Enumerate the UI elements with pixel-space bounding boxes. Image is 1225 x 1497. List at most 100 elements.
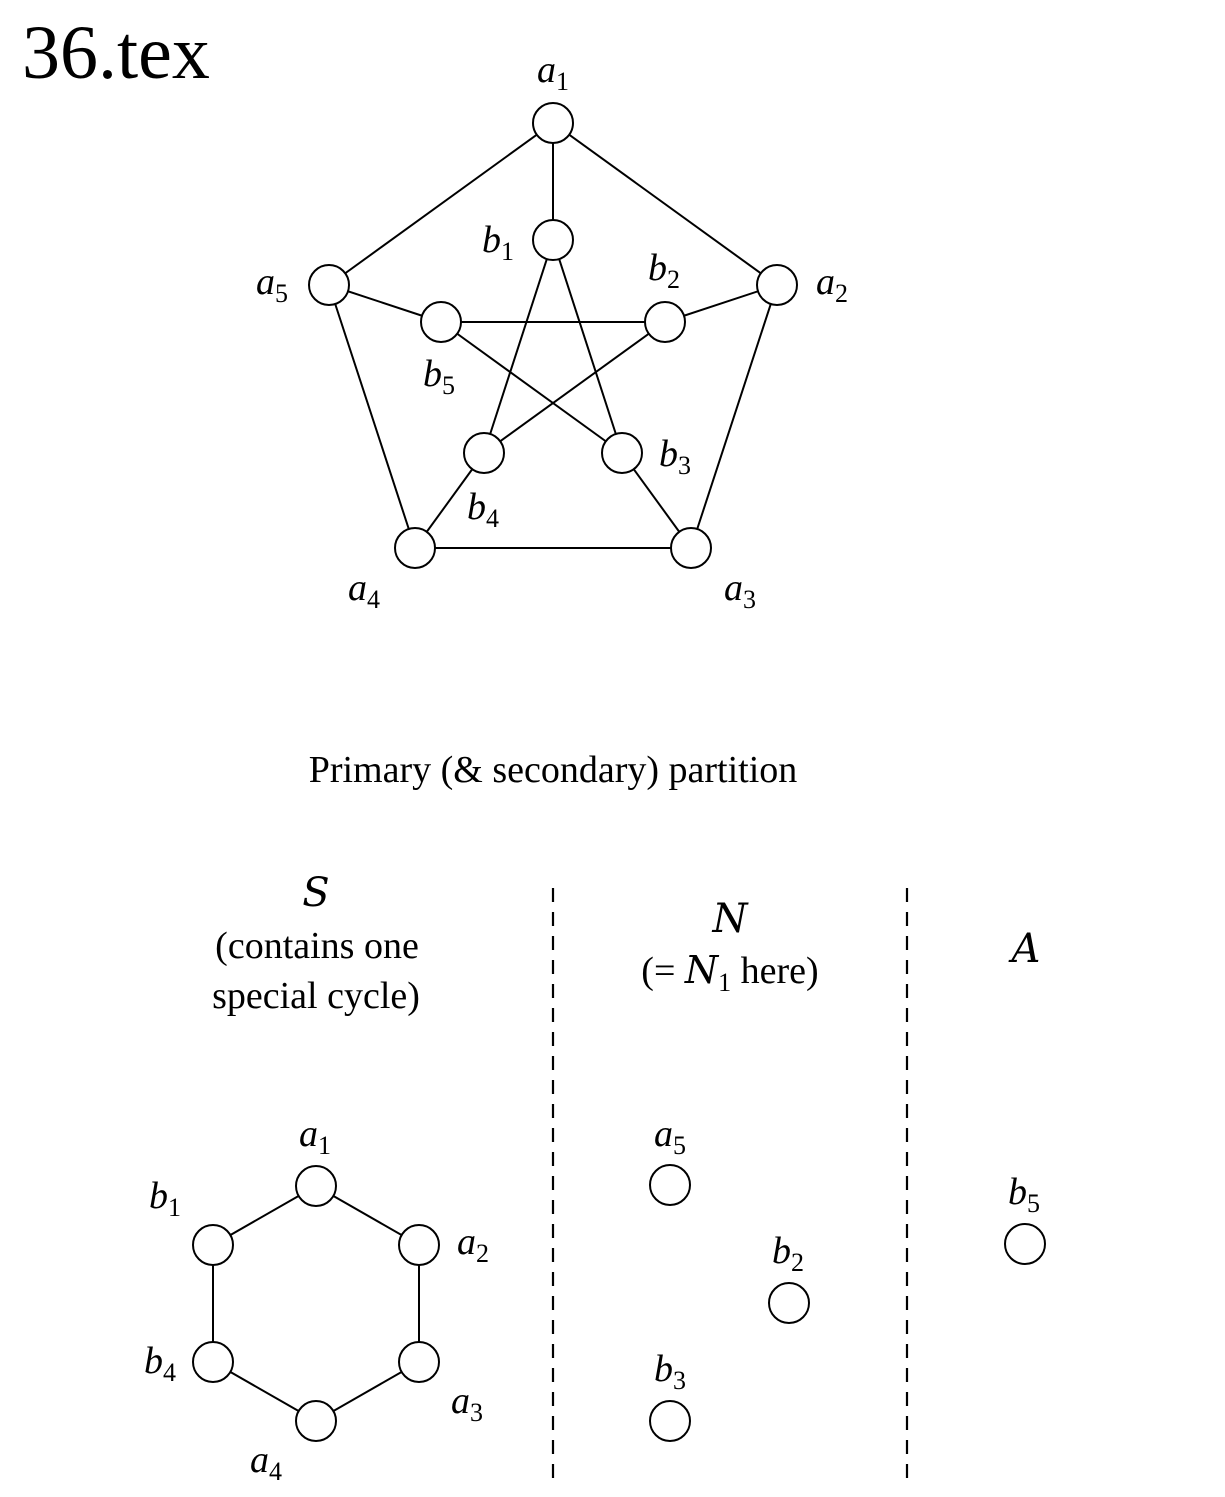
- set-n-vertex-b2: [768, 1282, 810, 1324]
- set-n-label-b2: b2: [772, 1230, 804, 1277]
- petersen-label-a5: a5: [256, 261, 288, 308]
- cycle-vertex-a1: [295, 1165, 337, 1207]
- set-n-symbol: N: [712, 896, 750, 942]
- cycle-label-a3-base: a: [451, 1380, 470, 1422]
- petersen-label-a2-subscript: 2: [835, 279, 848, 308]
- petersen-label-b4-base: b: [467, 486, 486, 528]
- petersen-edge-b3-b5: [440, 321, 623, 454]
- partition-caption: Primary (& secondary) partition: [309, 749, 798, 791]
- petersen-edge-a2-a3: [690, 284, 778, 549]
- set-n-label-b2-subscript: 2: [791, 1248, 804, 1277]
- cycle-label-a1-subscript: 1: [318, 1131, 331, 1160]
- petersen-label-a4-subscript: 4: [367, 585, 380, 614]
- special-cycle-nodes: [192, 1165, 440, 1442]
- petersen-label-b3-subscript: 3: [678, 451, 691, 480]
- petersen-vertex-b3: [601, 432, 643, 474]
- cycle-label-a2: a2: [457, 1221, 489, 1268]
- cycle-label-a4-base: a: [250, 1439, 269, 1481]
- petersen-label-b5: b5: [423, 353, 455, 400]
- petersen-label-b1-subscript: 1: [501, 237, 514, 266]
- set-n-label-a5-subscript: 5: [673, 1131, 686, 1160]
- set-n-note-close: here): [731, 950, 819, 992]
- cycle-vertex-a3: [398, 1341, 440, 1383]
- cycle-label-a1-base: a: [299, 1113, 318, 1155]
- cycle-label-a3-subscript: 3: [470, 1398, 483, 1427]
- petersen-label-b2-base: b: [648, 247, 667, 289]
- set-n-note-subscript: 1: [718, 968, 731, 997]
- petersen-edge-a5-a1: [328, 122, 554, 286]
- petersen-edge-b1-b3: [552, 239, 623, 454]
- cycle-label-a1: a1: [299, 1113, 331, 1160]
- cycle-label-b4-subscript: 4: [163, 1358, 176, 1387]
- petersen-label-b3-base: b: [659, 433, 678, 475]
- set-n-label-a5: a5: [654, 1113, 686, 1160]
- petersen-label-b2-subscript: 2: [667, 265, 680, 294]
- set-a-label-b5: b5: [1008, 1171, 1040, 1218]
- petersen-vertex-b4: [463, 432, 505, 474]
- petersen-vertex-a5: [308, 264, 350, 306]
- petersen-edges: [328, 122, 778, 549]
- cycle-label-b1-subscript: 1: [168, 1193, 181, 1222]
- petersen-label-a3-base: a: [724, 567, 743, 609]
- petersen-label-a1-base: a: [537, 49, 556, 91]
- petersen-edge-a4-a5: [328, 284, 416, 549]
- cycle-vertex-a4: [295, 1400, 337, 1442]
- petersen-label-b5-subscript: 5: [442, 371, 455, 400]
- petersen-vertex-b1: [532, 219, 574, 261]
- petersen-label-a3-subscript: 3: [743, 585, 756, 614]
- petersen-label-a1: a1: [537, 49, 569, 96]
- petersen-edge-b4-b1: [483, 239, 554, 454]
- cycle-label-a3: a3: [451, 1380, 483, 1427]
- petersen-label-b2: b2: [648, 247, 680, 294]
- set-s-note-line1: (contains one: [215, 925, 419, 967]
- set-s-note-line2: special cycle): [212, 975, 420, 1017]
- cycle-label-b4-base: b: [144, 1340, 163, 1382]
- cycle-label-a2-subscript: 2: [476, 1239, 489, 1268]
- petersen-vertex-b5: [420, 301, 462, 343]
- petersen-label-a1-subscript: 1: [556, 67, 569, 96]
- cycle-vertex-b4: [192, 1341, 234, 1383]
- set-n-note: (= N1 here): [641, 948, 818, 997]
- cycle-label-b1: b1: [149, 1175, 181, 1222]
- cycle-label-a4-subscript: 4: [269, 1457, 282, 1486]
- set-a-symbol: A: [1008, 926, 1041, 972]
- cycle-label-a4: a4: [250, 1439, 282, 1486]
- petersen-nodes: [308, 102, 798, 569]
- petersen-label-a5-base: a: [256, 261, 275, 303]
- set-n-vertex-b3: [649, 1400, 691, 1442]
- petersen-vertex-a3: [670, 527, 712, 569]
- set-n-label-b3-subscript: 3: [673, 1366, 686, 1395]
- cycle-label-b1-base: b: [149, 1175, 168, 1217]
- set-s-symbol: S: [302, 870, 329, 916]
- file-title: 36.tex: [22, 11, 210, 95]
- petersen-label-a4: a4: [348, 567, 380, 614]
- petersen-label-a2: a2: [816, 261, 848, 308]
- set-n-label-b3-base: b: [654, 1348, 673, 1390]
- petersen-label-b3: b3: [659, 433, 691, 480]
- column-s-header: S (contains one special cycle): [212, 870, 420, 1017]
- petersen-label-a5-subscript: 5: [275, 279, 288, 308]
- cycle-vertex-a2: [398, 1224, 440, 1266]
- column-a-header: A: [1008, 926, 1041, 972]
- set-n-label-a5-base: a: [654, 1113, 673, 1155]
- set-n-label-b2-base: b: [772, 1230, 791, 1272]
- set-n-note-symbol: N: [684, 948, 720, 992]
- petersen-label-a3: a3: [724, 567, 756, 614]
- petersen-vertex-a2: [756, 264, 798, 306]
- special-cycle-edges: [212, 1185, 420, 1422]
- petersen-label-a4-base: a: [348, 567, 367, 609]
- petersen-edge-a1-a2: [552, 122, 778, 286]
- set-a-vertices: b5: [1004, 1171, 1046, 1265]
- petersen-label-b1-base: b: [482, 219, 501, 261]
- cycle-vertex-b1: [192, 1224, 234, 1266]
- petersen-label-b5-base: b: [423, 353, 442, 395]
- petersen-label-a2-base: a: [816, 261, 835, 303]
- petersen-label-b4-subscript: 4: [486, 504, 499, 533]
- set-a-label-b5-subscript: 5: [1027, 1189, 1040, 1218]
- set-a-label-b5-base: b: [1008, 1171, 1027, 1213]
- column-n-header: N (= N1 here): [641, 896, 818, 997]
- set-a-vertex-b5: [1004, 1223, 1046, 1265]
